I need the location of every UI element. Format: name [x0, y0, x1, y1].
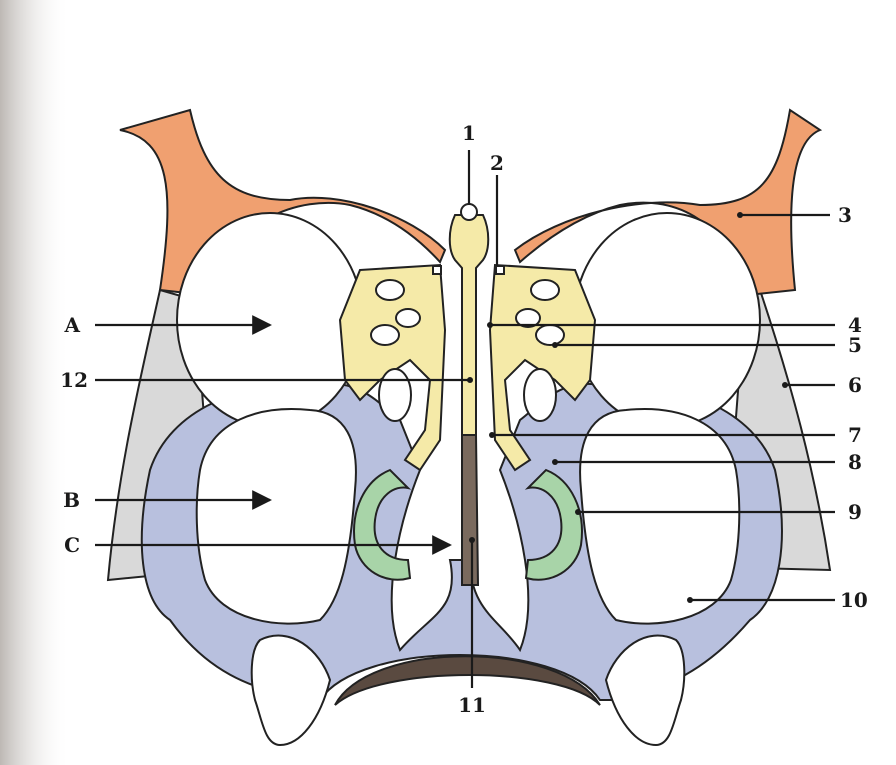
label-7: 7 [848, 423, 862, 447]
label-1: 1 [462, 121, 476, 145]
vomer [462, 435, 478, 585]
perpendicular-plate-of-ethmoid [450, 215, 489, 435]
crista-galli-tip [461, 204, 477, 220]
left-maxillary-sinus [197, 409, 356, 624]
label-9: 9 [848, 500, 862, 524]
label-2: 2 [490, 151, 504, 175]
label-B: B [63, 488, 80, 512]
label-5: 5 [848, 333, 862, 357]
right-maxillary-sinus [580, 409, 739, 624]
label-11: 11 [458, 693, 486, 717]
left-orbit [177, 213, 363, 427]
right-orbit [574, 213, 760, 427]
label-A: A [63, 313, 80, 337]
label-12: 12 [60, 368, 88, 392]
left-cribriform-opening [433, 266, 441, 274]
label-3: 3 [838, 203, 852, 227]
label-10: 10 [840, 588, 868, 612]
label-C: C [64, 533, 80, 557]
label-8: 8 [848, 450, 862, 474]
right-cribriform-opening [496, 266, 504, 274]
label-6: 6 [848, 373, 862, 397]
